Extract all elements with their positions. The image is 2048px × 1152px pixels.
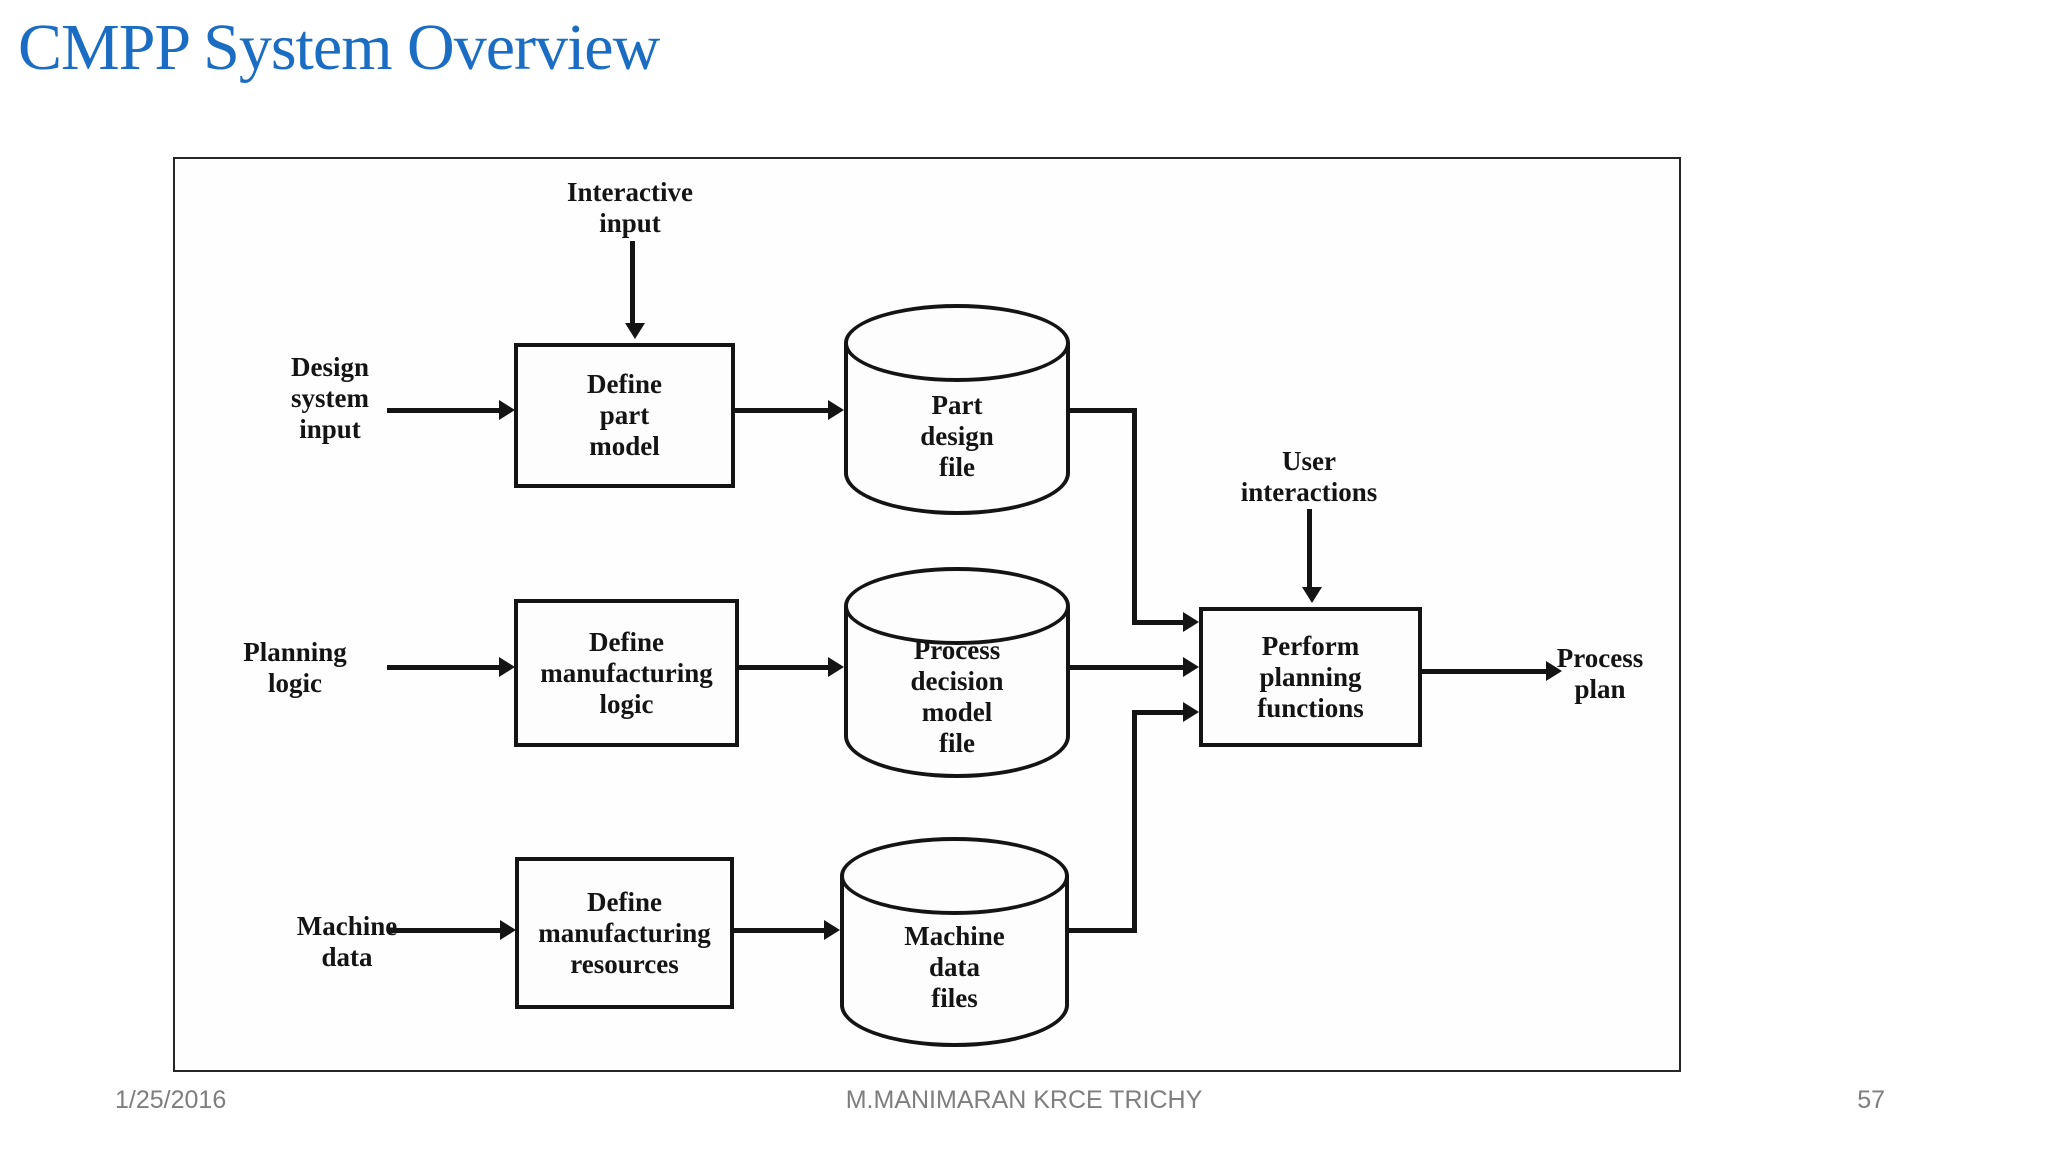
arrowhead-process-decision-into-perform	[1183, 657, 1199, 677]
arrowhead-resources-to-file	[824, 920, 840, 940]
diagram-frame: Interactive input Design system input Pl…	[173, 157, 1681, 1072]
footer-date: 1/25/2016	[115, 1086, 227, 1114]
connector-machine-files-out-v	[1132, 710, 1137, 933]
connector-machine-files-out-h2	[1132, 710, 1185, 715]
box-define-part-model: Define part model	[514, 343, 735, 488]
label-process-plan: Process plan	[1556, 643, 1644, 704]
arrowhead-planning-logic	[499, 657, 515, 677]
cylinder-process-decision-model-file: Process decision model file	[844, 567, 1070, 778]
arrowhead-machine-files-into-perform	[1183, 702, 1199, 722]
footer-author: M.MANIMARAN KRCE TRICHY	[845, 1086, 1203, 1114]
connector-process-plan	[1422, 669, 1548, 674]
arrowhead-part-model-to-file	[828, 400, 844, 420]
arrowhead-process-plan	[1546, 661, 1562, 681]
arrowhead-machine-data	[500, 920, 516, 940]
box-define-manufacturing-logic: Define manufacturing logic	[514, 599, 739, 747]
cylinder-machine-data-files-label: Machine data files	[904, 921, 1005, 1013]
label-user-interactions: User interactions	[1240, 446, 1378, 507]
connector-resources-to-file	[734, 928, 828, 933]
box-define-manufacturing-logic-label: Define manufacturing logic	[540, 626, 713, 719]
connector-part-design-out-v	[1132, 408, 1137, 625]
arrowhead-interactive-input	[625, 323, 645, 339]
cylinder-part-design-file: Part design file	[844, 304, 1070, 515]
arrowhead-design-system-input	[499, 400, 515, 420]
connector-logic-to-file	[739, 665, 832, 670]
box-define-manufacturing-resources-label: Define manufacturing resources	[538, 886, 711, 979]
connector-machine-data	[387, 928, 502, 933]
connector-design-system-input	[387, 408, 501, 413]
cylinder-machine-data-files: Machine data files	[840, 837, 1069, 1047]
label-machine-data: Machine data	[296, 911, 398, 972]
arrowhead-logic-to-file	[828, 657, 844, 677]
footer-page-number: 57	[1857, 1086, 1885, 1114]
label-planning-logic: Planning logic	[243, 637, 347, 698]
connector-machine-files-out-h1	[1069, 928, 1137, 933]
connector-planning-logic	[387, 665, 501, 670]
connector-part-design-out-h2	[1132, 620, 1185, 625]
label-interactive-input: Interactive input	[567, 177, 693, 238]
connector-part-design-out-h1	[1070, 408, 1137, 413]
cylinder-top-ellipse	[844, 304, 1070, 382]
connector-user-interactions	[1307, 509, 1312, 587]
box-perform-planning-functions: Perform planning functions	[1199, 607, 1422, 747]
box-perform-planning-functions-label: Perform planning functions	[1257, 630, 1364, 723]
arrowhead-part-design-into-perform	[1183, 612, 1199, 632]
arrowhead-user-interactions	[1302, 587, 1322, 603]
cylinder-part-design-file-label: Part design file	[920, 390, 994, 482]
page-title: CMPP System Overview	[18, 11, 660, 84]
cylinder-top-ellipse	[844, 567, 1070, 645]
box-define-part-model-label: Define part model	[587, 369, 662, 461]
connector-process-decision-out	[1070, 665, 1185, 670]
box-define-manufacturing-resources: Define manufacturing resources	[515, 857, 734, 1009]
label-design-system-input: Design system input	[290, 352, 369, 444]
connector-interactive-input	[630, 241, 635, 323]
cylinder-top-ellipse	[840, 837, 1069, 915]
connector-part-model-to-file	[735, 408, 832, 413]
cylinder-process-decision-model-file-label: Process decision model file	[910, 635, 1004, 758]
